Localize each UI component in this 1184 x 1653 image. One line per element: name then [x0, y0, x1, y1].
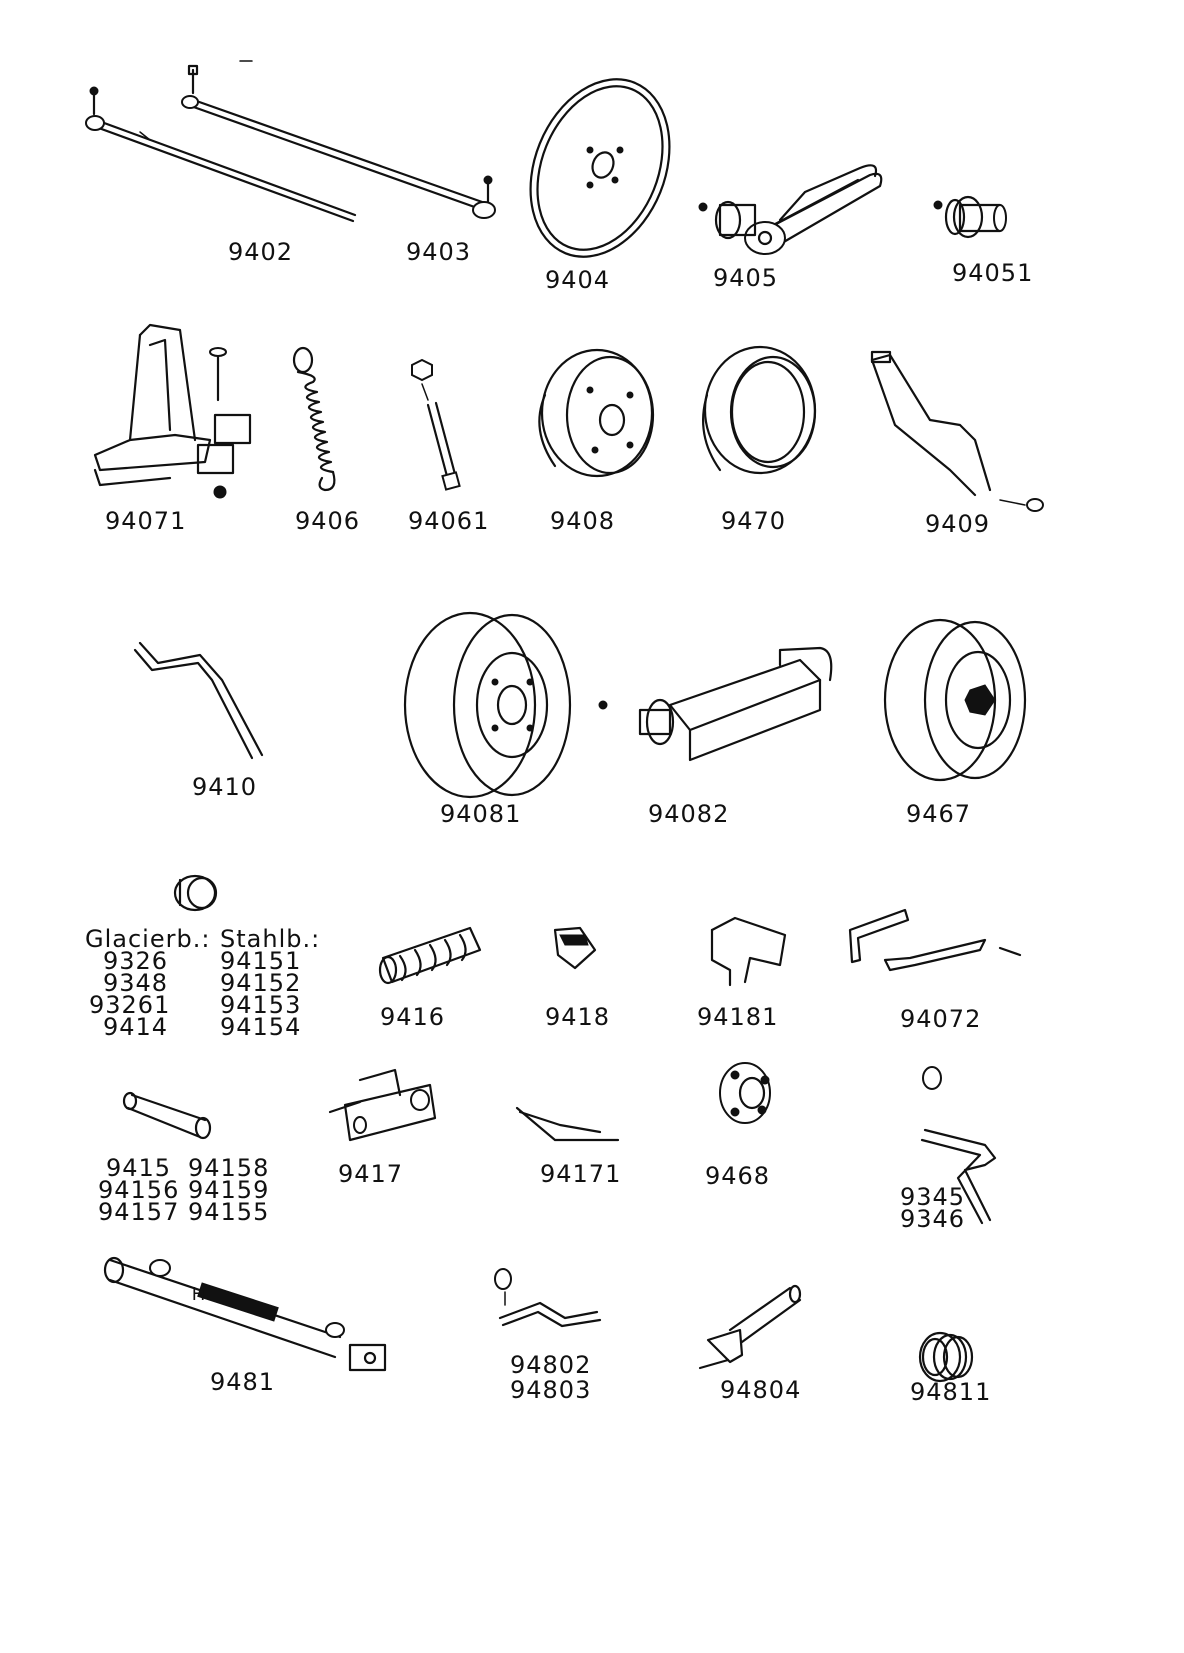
rim-9408-drawing: [538, 348, 655, 478]
part-number-9410: 9410: [192, 773, 258, 801]
pin-94804-drawing: [698, 1284, 802, 1370]
axle-beam-94082-drawing: [598, 646, 833, 762]
hub-9468-drawing: [719, 1062, 771, 1124]
part-number-94081: 94081: [440, 800, 522, 828]
steel-number: 94152: [220, 969, 302, 997]
steel-number: 94153: [220, 991, 302, 1019]
steel-column: Stahlb.: 94151 94152 94153 94154: [220, 925, 321, 1041]
glacier-header: Glacierb.:: [85, 925, 211, 953]
roller-9416-drawing: [378, 926, 482, 985]
hub-arm-9405-drawing: [698, 164, 883, 255]
part-number-94181: 94181: [697, 1003, 779, 1031]
sleeve-number: 94159: [188, 1176, 270, 1204]
straps-94072-drawing: [848, 908, 1022, 972]
part-number-9403: 9403: [406, 238, 472, 266]
part-number-94061: 94061: [408, 507, 490, 535]
cylinder-9481-drawing: H: [103, 1256, 387, 1372]
part-number-94804: 94804: [720, 1376, 802, 1404]
steel-number: 94154: [220, 1013, 302, 1041]
pin-94802-drawing: [494, 1268, 602, 1328]
wedge-9418-drawing: [553, 926, 597, 970]
glacier-number: 9348: [103, 969, 169, 997]
part-number-94082: 94082: [648, 800, 730, 828]
ring-9470-drawing: [702, 345, 817, 475]
hub-94051-drawing: [933, 195, 1007, 239]
arm-9409-drawing: [870, 350, 1044, 512]
part-number-9416: 9416: [380, 1003, 446, 1031]
part-number-94811: 94811: [910, 1378, 992, 1406]
part-number-94171: 94171: [540, 1160, 622, 1188]
wheel-94081-drawing: [403, 611, 572, 799]
crank-numbers: 9345 9346: [900, 1183, 966, 1233]
part-number-9408: 9408: [550, 507, 616, 535]
steel-header: Stahlb.:: [220, 925, 321, 953]
part-number-9467: 9467: [906, 800, 972, 828]
crank-number: 9345: [900, 1183, 966, 1211]
spring-9406-drawing: [292, 346, 336, 492]
pin-number: 94802: [510, 1351, 592, 1379]
cylinder-brand-text: H: [192, 1284, 205, 1304]
part-number-94071: 94071: [105, 507, 187, 535]
part-number-9405: 9405: [713, 264, 779, 292]
glacier-number: 9326: [103, 947, 169, 975]
seal-94811-drawing: [918, 1331, 974, 1383]
bracket-94071-drawing: [93, 323, 252, 499]
sleeve-number: 9415: [106, 1154, 172, 1182]
bolt-94061-drawing: [411, 358, 461, 491]
crank-rod-9410-drawing: [133, 641, 264, 760]
strip-94171-drawing: [515, 1106, 620, 1142]
tie-rod-9403-drawing: [181, 60, 496, 219]
crank-number: 9346: [900, 1205, 966, 1233]
steel-number: 94151: [220, 947, 302, 975]
part-number-9402: 9402: [228, 238, 294, 266]
sleeve-number: 94156: [98, 1176, 180, 1204]
part-number-9409: 9409: [925, 510, 991, 538]
part-number-9468: 9468: [705, 1162, 771, 1190]
pin-number: 94803: [510, 1376, 592, 1404]
sleeve-numbers-col1: 9415 94156 94157: [98, 1154, 180, 1226]
sleeve-drawing: [122, 1091, 212, 1140]
bushing-drawing: [173, 874, 218, 912]
glacier-number: 93261: [89, 991, 171, 1019]
part-number-9417: 9417: [338, 1160, 404, 1188]
sleeve-number: 94155: [188, 1198, 270, 1226]
glacier-column: Glacierb.: 9326 9348 93261 9414: [85, 925, 211, 1041]
sleeve-number: 94158: [188, 1154, 270, 1182]
wheel-9467-drawing: [883, 618, 1027, 782]
bracket-94181-drawing: [710, 916, 787, 987]
glacier-number: 9414: [103, 1013, 169, 1041]
part-number-94051: 94051: [952, 259, 1034, 287]
crank-9345-drawing: [920, 1066, 997, 1225]
tie-rod-9402-drawing: [85, 86, 357, 223]
pin-numbers: 94802 94803: [510, 1353, 591, 1403]
part-number-9481: 9481: [210, 1368, 276, 1396]
sleeve-numbers-col2: 94158 94159 94155: [188, 1154, 270, 1226]
sleeve-number: 94157: [98, 1198, 180, 1226]
part-number-94072: 94072: [900, 1005, 982, 1033]
part-number-9406: 9406: [295, 507, 361, 535]
disc-9404-drawing: [529, 78, 671, 258]
part-number-9470: 9470: [721, 507, 787, 535]
clamp-9417-drawing: [328, 1068, 437, 1142]
part-number-9404: 9404: [545, 266, 611, 294]
part-number-9418: 9418: [545, 1003, 611, 1031]
